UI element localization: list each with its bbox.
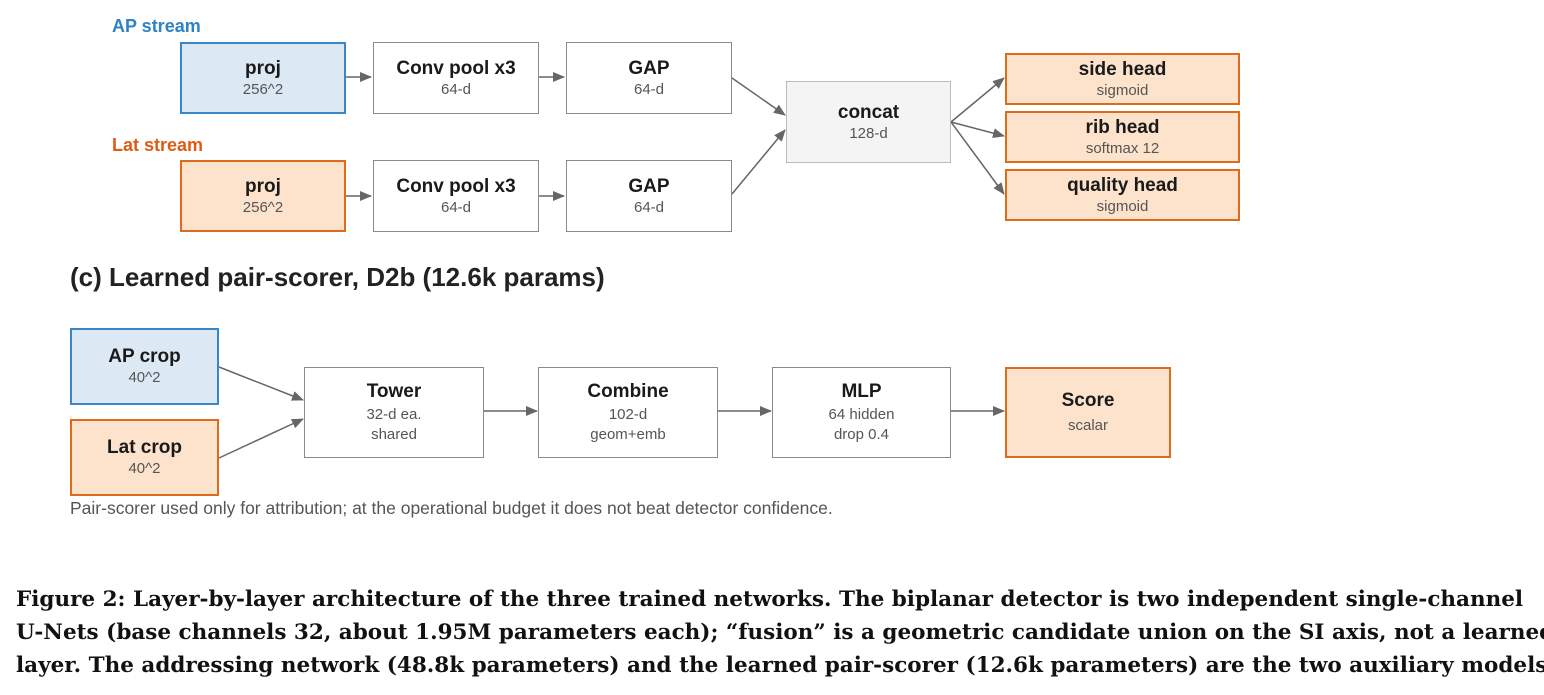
- arrow-concat-quality: [950, 121, 1005, 195]
- combine-title: Combine: [587, 381, 669, 402]
- arrow-ap-gap-concat: [731, 77, 786, 116]
- lat-crop-title: Lat crop: [107, 437, 182, 458]
- rib-head-node: rib head softmax 12: [1005, 111, 1240, 163]
- ap-crop-node: AP crop 40^2: [70, 328, 219, 405]
- side-head-title: side head: [1078, 58, 1167, 80]
- rib-head-title: rib head: [1085, 116, 1160, 138]
- side-head-node: side head sigmoid: [1005, 53, 1240, 105]
- lat-gap-node: GAP 64-d: [566, 160, 732, 232]
- combine-sub2: geom+emb: [590, 426, 666, 443]
- caption-line-2: U-Nets (base channels 32, about 1.95M pa…: [16, 620, 1544, 645]
- quality-head-node: quality head sigmoid: [1005, 169, 1240, 221]
- lat-proj-sub: 256^2: [242, 198, 284, 216]
- pair-scorer-section-title: (c) Learned pair-scorer, D2b (12.6k para…: [70, 262, 605, 292]
- lat-proj-title: proj: [245, 175, 281, 197]
- lat-conv-node: Conv pool x3 64-d: [373, 160, 539, 232]
- caption-line-3: layer. The addressing network (48.8k par…: [16, 653, 1544, 678]
- tower-title: Tower: [366, 381, 422, 402]
- ap-crop-sub: 40^2: [128, 369, 161, 386]
- caption-line-1: Figure 2: Layer-by-layer architecture of…: [16, 587, 1524, 612]
- ap-proj-title: proj: [245, 57, 281, 79]
- arrow-concat-side: [950, 77, 1005, 123]
- ap-proj-node: proj 256^2: [180, 42, 346, 114]
- mlp-sub2: drop 0.4: [833, 426, 890, 443]
- arrow-lat-gap-concat: [731, 129, 786, 195]
- tower-sub1: 32-d ea.: [366, 406, 422, 423]
- ap-conv-sub: 64-d: [440, 80, 472, 98]
- tower-sub2: shared: [371, 426, 417, 443]
- ap-gap-node: GAP 64-d: [566, 42, 732, 114]
- tower-node: Tower 32-d ea. shared: [304, 367, 484, 458]
- arrow-latcrop-tower: [218, 418, 304, 459]
- lat-gap-title: GAP: [628, 175, 670, 197]
- score-title: Score: [1061, 390, 1115, 411]
- combine-node: Combine 102-d geom+emb: [538, 367, 718, 458]
- side-head-sub: sigmoid: [1096, 81, 1149, 99]
- ap-conv-node: Conv pool x3 64-d: [373, 42, 539, 114]
- lat-stream-label: Lat stream: [112, 135, 204, 155]
- quality-head-sub: sigmoid: [1096, 197, 1149, 215]
- score-sub: scalar: [1067, 417, 1108, 434]
- score-node: Score scalar: [1005, 367, 1171, 458]
- lat-conv-title: Conv pool x3: [396, 175, 516, 197]
- ap-crop-title: AP crop: [108, 346, 181, 367]
- ap-conv-title: Conv pool x3: [396, 57, 516, 79]
- lat-proj-node: proj 256^2: [180, 160, 346, 232]
- arrow-concat-rib: [950, 121, 1005, 139]
- combine-sub1: 102-d: [608, 406, 648, 423]
- ap-gap-sub: 64-d: [633, 80, 665, 98]
- pair-scorer-note: Pair-scorer used only for attribution; a…: [70, 498, 833, 518]
- figure-caption: Figure 2: Layer-by-layer architecture of…: [16, 583, 1544, 682]
- mlp-title: MLP: [841, 381, 882, 402]
- ap-gap-title: GAP: [628, 57, 670, 79]
- quality-head-title: quality head: [1067, 174, 1178, 196]
- mlp-node: MLP 64 hidden drop 0.4: [772, 367, 951, 458]
- ap-proj-sub: 256^2: [242, 80, 284, 98]
- lat-gap-sub: 64-d: [633, 198, 665, 216]
- concat-sub: 128-d: [849, 124, 888, 142]
- lat-crop-sub: 40^2: [128, 460, 161, 477]
- lat-crop-node: Lat crop 40^2: [70, 419, 219, 496]
- concat-title: concat: [837, 101, 900, 123]
- concat-node: concat 128-d: [786, 81, 951, 163]
- mlp-sub1: 64 hidden: [828, 406, 895, 423]
- rib-head-sub: softmax 12: [1085, 139, 1160, 157]
- ap-stream-label: AP stream: [112, 16, 201, 36]
- lat-conv-sub: 64-d: [440, 198, 472, 216]
- arrow-apcrop-tower: [218, 366, 304, 401]
